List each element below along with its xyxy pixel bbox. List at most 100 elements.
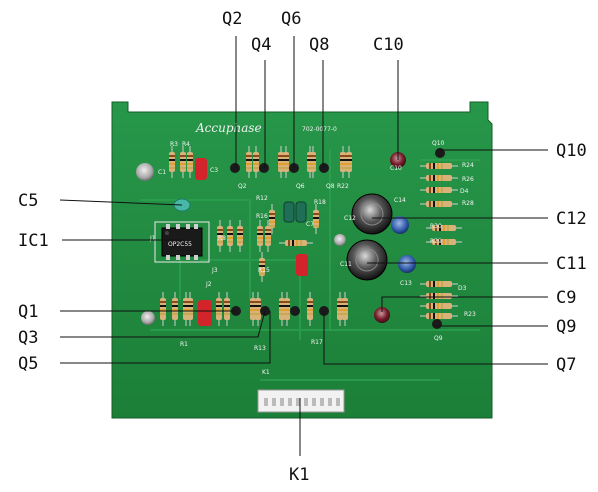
resistor: [246, 146, 252, 178]
silk-c14: C14: [394, 197, 406, 204]
resistor: [426, 225, 462, 231]
q8-transistor: [319, 163, 329, 173]
q2-transistor: [230, 163, 240, 173]
q5-transistor: [290, 306, 300, 316]
c1-capacitor: [136, 163, 154, 181]
resistor: [160, 292, 166, 326]
silk-c3: C3: [210, 167, 218, 174]
resistor: [172, 292, 178, 326]
silk-r23: R23: [464, 311, 476, 318]
ic1-outline: [154, 221, 210, 263]
silk-r26: R26: [462, 176, 474, 183]
silk-j1: J1: [149, 235, 156, 242]
callout-q8: Q8: [309, 35, 329, 55]
resistor: [224, 292, 230, 326]
leader-q7: [323, 311, 548, 365]
silk-r30: R30: [430, 223, 442, 230]
silk-r18: R18: [314, 199, 326, 206]
q9-transistor: [432, 319, 442, 329]
resistor: [284, 292, 290, 326]
silk-c13: C13: [400, 280, 412, 287]
callout-k1: K1: [289, 465, 309, 485]
c6-capacitor: [283, 201, 295, 223]
silk-r4: R4: [182, 141, 190, 148]
resistor: [342, 292, 348, 326]
callout-c9: C9: [556, 288, 576, 308]
c7-capacitor: [295, 201, 307, 223]
c13-capacitor: [398, 255, 416, 273]
callout-q3: Q3: [18, 328, 38, 348]
resistor: [227, 220, 233, 252]
silkscreen-labels: R3 R4 C1 C3 J1 J2 J3 R8 R12 R15 R16 R18 …: [149, 140, 476, 376]
callout-c10: C10: [373, 35, 404, 55]
silk-r22: R22: [337, 183, 349, 190]
resistor: [420, 163, 458, 169]
resistor: [426, 239, 462, 245]
c4-capacitor: [296, 254, 308, 276]
resistor: [257, 220, 263, 252]
c2-capacitor: [198, 300, 212, 326]
silk-r16: R16: [256, 213, 268, 220]
resistor: [216, 292, 222, 326]
resistor: [420, 175, 458, 181]
callout-q5: Q5: [18, 354, 38, 374]
resistor: [279, 240, 313, 246]
resistor: [169, 146, 175, 178]
resistor: [253, 146, 259, 178]
callout-q4: Q4: [251, 35, 271, 55]
resistor: [255, 292, 261, 326]
silk-r17: R17: [311, 339, 323, 346]
resistor: [337, 292, 343, 326]
resistor: [187, 146, 193, 178]
ic1-marking: OP2C55: [168, 241, 192, 248]
c9-capacitor: [374, 307, 390, 323]
resistor: [346, 146, 352, 178]
callout-c11: C11: [556, 254, 587, 274]
mounting-screw-left: [141, 311, 155, 325]
resistor: [420, 303, 458, 309]
c8-capacitor: [334, 234, 346, 246]
c14-capacitor: [391, 216, 409, 234]
silk-r12: R12: [256, 195, 268, 202]
silk-c11: C11: [340, 261, 352, 268]
resistors: [160, 146, 462, 326]
silk-r13: R13: [254, 345, 266, 352]
k1-connector: [257, 389, 345, 413]
callout-q6: Q6: [281, 9, 301, 29]
callout-labels: Q2 Q4 Q6 Q8 C10 Q10 C5 IC1 C12 C11 Q1 C9…: [18, 9, 587, 485]
resistor: [237, 220, 243, 252]
resistor: [310, 146, 316, 178]
resistor: [265, 220, 271, 252]
silk-r28: R28: [462, 200, 474, 207]
resistor: [420, 313, 458, 319]
silk-c7: C7: [306, 221, 314, 228]
silk-j3: J3: [211, 267, 218, 274]
callout-q10: Q10: [556, 141, 587, 161]
capacitors: [136, 152, 416, 326]
part-number-label: 702-0077-0: [302, 126, 337, 133]
silk-q8: Q8: [326, 183, 335, 190]
silk-j2: J2: [205, 281, 212, 288]
resistor: [279, 292, 285, 326]
callout-q7: Q7: [556, 355, 576, 375]
callout-c12: C12: [556, 209, 587, 229]
silk-k1: K1: [262, 369, 270, 376]
resistor: [420, 281, 458, 287]
silk-d4: D4: [460, 188, 469, 195]
ic1-chip: OP2C55: [161, 224, 203, 260]
callout-q1: Q1: [18, 302, 38, 322]
silk-q6: Q6: [296, 183, 305, 190]
c12-capacitor: [351, 193, 393, 235]
resistor: [269, 204, 275, 234]
silk-r8: R8: [218, 235, 226, 242]
silk-q10: Q10: [432, 140, 445, 147]
leader-lines: [59, 36, 548, 456]
silk-r1: R1: [180, 341, 188, 348]
silk-d3: D3: [458, 285, 467, 292]
silk-r29: R29: [430, 238, 442, 245]
resistor: [283, 146, 289, 178]
silk-c12: C12: [344, 215, 356, 222]
resistor: [217, 220, 223, 252]
